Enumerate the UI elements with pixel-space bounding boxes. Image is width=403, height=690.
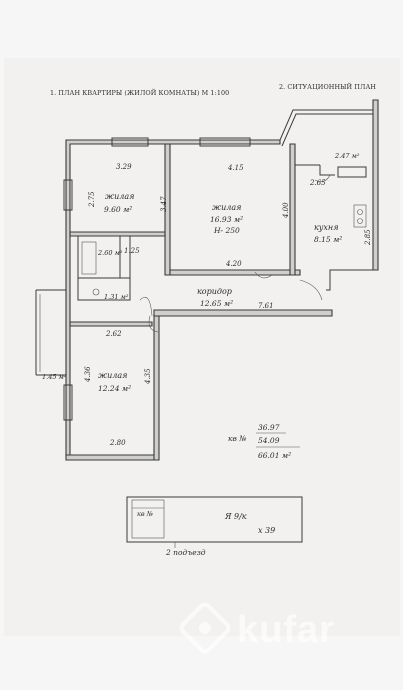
room-corridor-label: коридор xyxy=(197,287,232,296)
dim-435: 4.35 xyxy=(144,368,152,385)
room-kitchen-label: кухня xyxy=(314,223,339,232)
room-living2-height: H- 250 xyxy=(213,226,240,235)
watermark-text: kufar xyxy=(237,609,335,651)
kufar-logo-icon xyxy=(179,602,231,654)
dim-761: 7.61 xyxy=(258,302,274,310)
area-totals: кв № 36.97 54.09 66.01 м² xyxy=(228,423,300,460)
totals-total: 54.09 xyxy=(258,436,280,445)
situation-office-label: кв № xyxy=(137,510,153,518)
dim-280: 2.80 xyxy=(109,439,126,447)
room-living2-label: жилая xyxy=(212,203,241,212)
room-living1-label: жилая xyxy=(105,192,134,201)
dim-285: 2.85 xyxy=(364,229,372,246)
dim-415: 4.15 xyxy=(227,164,244,172)
dim-329: 3.29 xyxy=(116,163,132,171)
dim-420: 4.20 xyxy=(225,260,242,268)
room-corridor-area: 12.65 м² xyxy=(200,299,233,308)
room-living2-area: 16.93 м² xyxy=(210,215,243,224)
dim-265: 2.65 xyxy=(309,179,326,187)
dimensions: 3.29 4.15 2.75 3.47 4.00 4.20 2.65 2.85 … xyxy=(84,163,372,447)
situation-residual-label: Я 9/к xyxy=(224,512,247,521)
situation-flat-mark: х 39 xyxy=(258,526,275,535)
dim-125: 1.25 xyxy=(124,247,140,255)
totals-living: 36.97 xyxy=(258,423,280,432)
room-wc-area: 1.31 м² xyxy=(104,293,129,301)
dim-400: 4.00 xyxy=(282,202,290,219)
entrance-label: 2 подъезд xyxy=(165,548,206,557)
plan-title: 1. ПЛАН КВАРТИРЫ (ЖИЛОЙ КОМНАТЫ) М 1:100 xyxy=(50,88,229,97)
room-living3-area: 12.24 м² xyxy=(98,384,131,393)
loggia-area: 2.47 м² xyxy=(334,152,360,160)
dim-275: 2.75 xyxy=(88,191,96,208)
balcony-area: 1.45 м² xyxy=(42,373,67,381)
situation-plan: кв № Я 9/к х 39 2 подъезд xyxy=(126,496,303,557)
dim-347: 3.47 xyxy=(160,196,168,212)
dim-436: 4.36 xyxy=(84,366,92,383)
totals-prefix: кв № xyxy=(228,434,246,443)
watermark: kufar xyxy=(179,602,335,654)
situation-title: 2. СИТУАЦИОННЫЙ ПЛАН xyxy=(279,82,376,91)
room-living3-label: жилая xyxy=(98,371,127,380)
room-living1-area: 9.60 м² xyxy=(104,205,132,214)
dim-262: 2.62 xyxy=(105,330,122,338)
room-kitchen-area: 8.15 м² xyxy=(314,235,342,244)
totals-with-balcony: 66.01 м² xyxy=(258,451,291,460)
room-labels: жилая 9.60 м² жилая 16.93 м² H- 250 кухн… xyxy=(42,152,360,393)
room-bath-area: 2.60 м² xyxy=(97,249,123,257)
walls xyxy=(35,99,379,461)
